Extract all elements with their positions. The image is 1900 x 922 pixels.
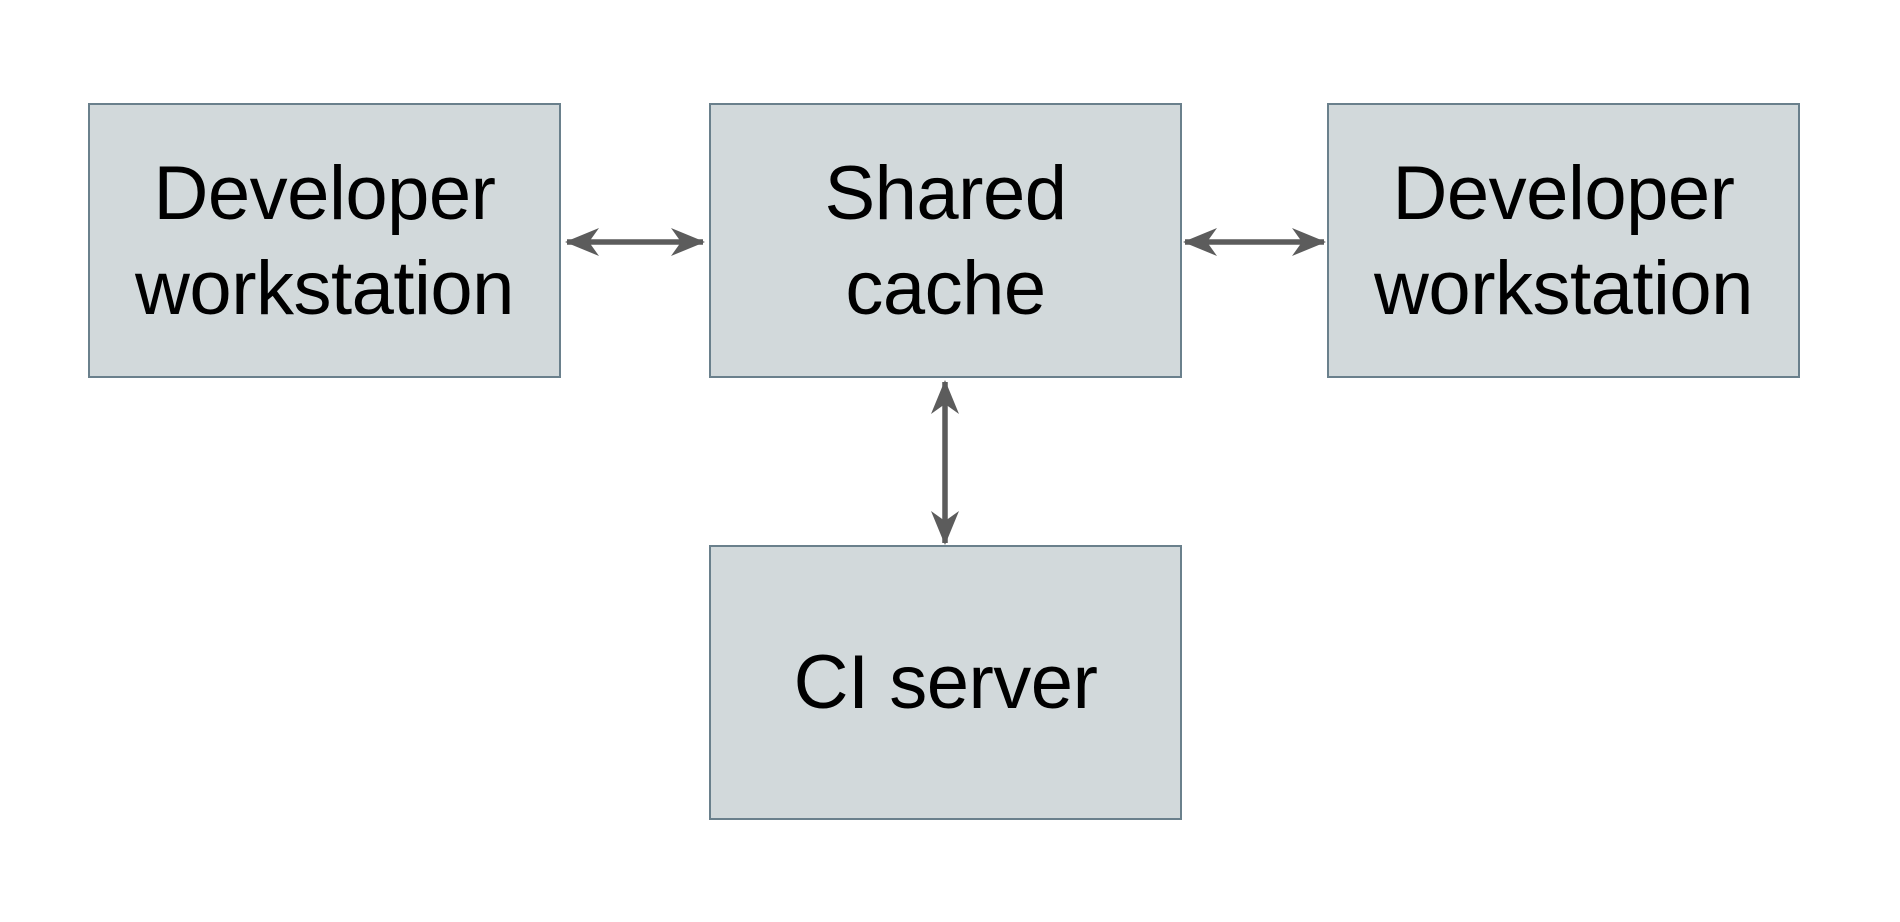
node-label-line: Shared	[824, 150, 1067, 236]
node-label-line: workstation	[135, 245, 514, 331]
node-label-line: CI server	[793, 640, 1098, 725]
node-label-line: cache	[845, 245, 1046, 331]
node-shared-cache: Shared cache	[709, 103, 1182, 378]
node-developer-workstation-left: Developer workstation	[88, 103, 561, 378]
node-ci-server: CI server	[709, 545, 1182, 820]
node-developer-workstation-right: Developer workstation	[1327, 103, 1800, 378]
node-label-line: workstation	[1374, 245, 1753, 331]
node-label-line: Developer	[153, 150, 496, 236]
node-label-line: Developer	[1392, 150, 1735, 236]
